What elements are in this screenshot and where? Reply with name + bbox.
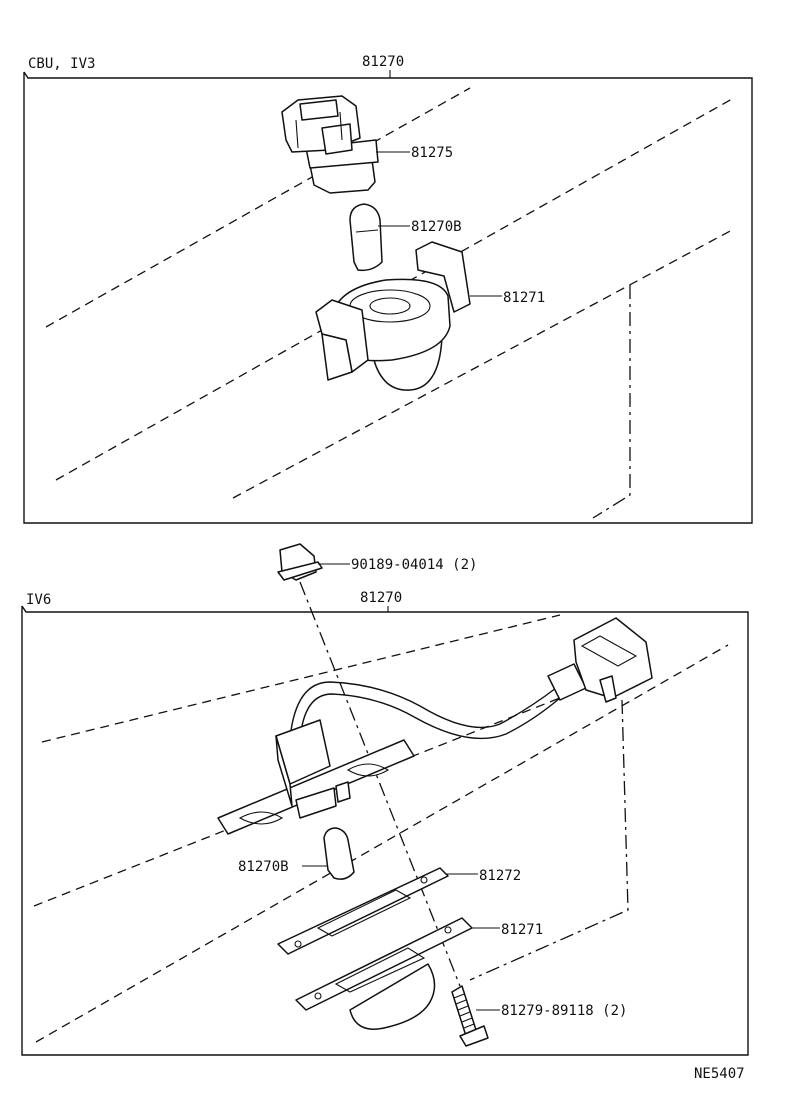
bottom-assembly-number: 81270 <box>360 590 402 606</box>
screw-81279 <box>451 985 489 1047</box>
lens-bottom-callout: 81271 <box>501 922 543 938</box>
socket-callout: 81275 <box>411 145 453 161</box>
top-panel: CBU, IV3 81270 81275 81270B <box>23 54 753 524</box>
bottom-body-line-1 <box>41 614 561 743</box>
top-body-line-1 <box>45 87 471 328</box>
screw-callout: 81279-89118 (2) <box>501 1003 627 1019</box>
gasket-callout: 81272 <box>479 868 521 884</box>
gasket-81272 <box>277 867 449 955</box>
bottom-body-line-3 <box>35 644 729 1043</box>
socket-81275 <box>281 95 379 194</box>
bulb-bottom <box>323 827 355 880</box>
bottom-variant-label: IV6 <box>26 592 51 608</box>
top-panel-frame <box>23 71 753 524</box>
top-assembly-number: 81270 <box>362 54 404 70</box>
bulb-top-callout: 81270B <box>411 219 462 235</box>
bottom-guide-line <box>469 699 629 981</box>
bulb-bottom-callout: 81270B <box>238 859 289 875</box>
bottom-panel-frame <box>21 605 749 1056</box>
lens-bottom <box>295 917 473 1030</box>
top-guide-line <box>592 285 631 519</box>
lens-top <box>315 241 471 391</box>
bottom-panel: 90189-04014 (2) IV6 81270 <box>21 543 749 1056</box>
lens-top-callout: 81271 <box>503 290 545 306</box>
bulb-top <box>349 203 383 272</box>
clip-90189 <box>277 543 323 581</box>
top-variant-label: CBU, IV3 <box>28 56 95 72</box>
clip-callout: 90189-04014 (2) <box>351 557 477 573</box>
wire-harness <box>289 617 653 741</box>
lamp-housing-iv6 <box>217 719 415 835</box>
top-body-line-3 <box>232 229 733 499</box>
top-body-line-2 <box>55 98 733 481</box>
bottom-axis-line <box>299 581 461 987</box>
figure-code: NE5407 <box>694 1066 745 1082</box>
